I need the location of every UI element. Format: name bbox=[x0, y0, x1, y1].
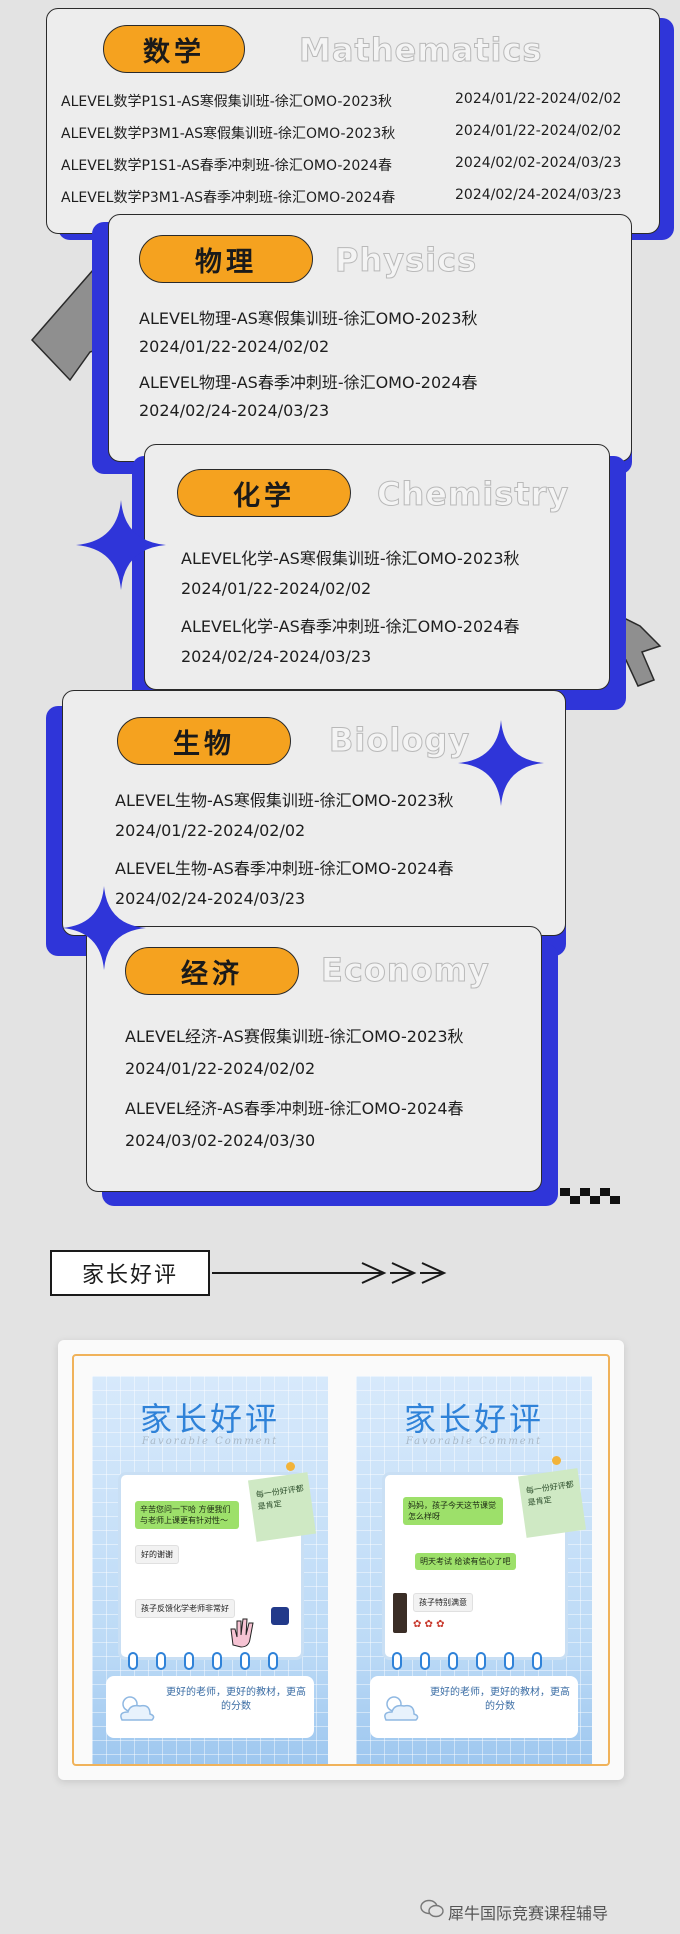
review-panel-left: 家长好评 Favorable Comment 辛苦您问一下哈 方便我们与老师上课… bbox=[92, 1376, 328, 1764]
biology-course-2-dates: 2024/02/24-2024/03/23 bbox=[115, 889, 306, 908]
binder-ring-icon bbox=[184, 1652, 194, 1670]
math-course-4-dates: 2024/02/24-2024/03/23 bbox=[455, 187, 622, 203]
chemistry-course-1-dates: 2024/01/22-2024/02/02 bbox=[181, 579, 372, 598]
review-footer: 更好的老师，更好的教材，更高的分数 bbox=[106, 1676, 314, 1738]
chat-message: 妈妈，孩子今天这节课觉怎么样呀 bbox=[403, 1497, 503, 1525]
physics-course-2-title: ALEVEL物理-AS春季冲刺班-徐汇OMO-2024春 bbox=[139, 373, 478, 392]
math-course-1-title: ALEVEL数学P1S1-AS寒假集训班-徐汇OMO-2023秋 bbox=[61, 94, 393, 110]
review-panel-right: 家长好评 Favorable Comment 妈妈，孩子今天这节课觉怎么样呀 明… bbox=[356, 1376, 592, 1764]
math-course-1-dates: 2024/01/22-2024/02/02 bbox=[455, 91, 622, 107]
binder-ring-icon bbox=[448, 1652, 458, 1670]
binder-ring-icon bbox=[392, 1652, 402, 1670]
binder-ring-icon bbox=[240, 1652, 250, 1670]
math-subject-pill: 数学 bbox=[103, 25, 245, 73]
watermark-text: 犀牛国际竞赛课程辅导 bbox=[448, 1904, 609, 1923]
hand-sticker-icon bbox=[230, 1618, 254, 1648]
checker-strip bbox=[560, 1188, 620, 1204]
avatar bbox=[393, 1593, 407, 1633]
wechat-icon bbox=[420, 1899, 444, 1918]
cloud-sun-icon bbox=[384, 1696, 419, 1721]
reviews-section-label: 家长好评 bbox=[50, 1250, 210, 1296]
sparkle-star-icon bbox=[62, 886, 146, 970]
physics-card: 物理 Physics ALEVEL物理-AS寒假集训班-徐汇OMO-2023秋 … bbox=[108, 214, 632, 462]
gray-arrow-left bbox=[30, 259, 102, 382]
review-footer-text: 更好的老师，更好的教材，更高的分数 bbox=[166, 1687, 306, 1712]
chemistry-card: 化学 Chemistry ALEVEL化学-AS寒假集训班-徐汇OMO-2023… bbox=[144, 444, 610, 690]
review-panel-title: 家长好评 bbox=[139, 1400, 280, 1438]
emoji-icon: ✿ ✿ ✿ bbox=[413, 1619, 445, 1630]
book-border bbox=[72, 1354, 610, 1766]
biology-subject-pill: 生物 bbox=[117, 717, 291, 765]
biology-card: 生物 Biology ALEVEL生物-AS寒假集训班-徐汇OMO-2023秋 … bbox=[62, 690, 566, 936]
binder-ring-icon bbox=[156, 1652, 166, 1670]
physics-course-2-dates: 2024/02/24-2024/03/23 bbox=[139, 401, 330, 420]
cloud-sun-icon bbox=[120, 1696, 155, 1721]
math-course-2-title: ALEVEL数学P3M1-AS寒假集训班-徐汇OMO-2023秋 bbox=[61, 126, 396, 142]
binder-ring-icon bbox=[476, 1652, 486, 1670]
binder-ring-icon bbox=[504, 1652, 514, 1670]
binder-ring-icon bbox=[212, 1652, 222, 1670]
physics-english-title: Physics bbox=[334, 241, 478, 280]
economy-english-title: Economy bbox=[321, 951, 490, 990]
math-course-3-dates: 2024/02/02-2024/03/23 bbox=[455, 155, 622, 171]
review-panel-subtitle: Favorable Comment bbox=[141, 1436, 279, 1447]
binder-ring-icon bbox=[420, 1652, 430, 1670]
chat-message: 孩子特别满意 bbox=[413, 1593, 473, 1612]
chemistry-course-2-dates: 2024/02/24-2024/03/23 bbox=[181, 647, 372, 666]
biology-course-2-title: ALEVEL生物-AS春季冲刺班-徐汇OMO-2024春 bbox=[115, 859, 454, 878]
chemistry-course-2-title: ALEVEL化学-AS春季冲刺班-徐汇OMO-2024春 bbox=[181, 617, 520, 636]
sparkle-star-icon bbox=[458, 720, 544, 806]
math-course-2-dates: 2024/01/22-2024/02/02 bbox=[455, 123, 622, 139]
sparkle-star-icon bbox=[76, 500, 166, 590]
economy-course-1-dates: 2024/01/22-2024/02/02 bbox=[125, 1059, 316, 1078]
physics-subject-pill: 物理 bbox=[139, 235, 313, 283]
review-panel-subtitle: Favorable Comment bbox=[405, 1436, 543, 1447]
sticky-note: 每一份好评都是肯定 bbox=[247, 1472, 317, 1542]
chemistry-subject-pill: 化学 bbox=[177, 469, 351, 517]
economy-course-2-dates: 2024/03/02-2024/03/30 bbox=[125, 1131, 316, 1150]
binder-ring-icon bbox=[128, 1652, 138, 1670]
math-english-title: Mathematics bbox=[298, 31, 543, 70]
chat-screenshot: 妈妈，孩子今天这节课觉怎么样呀 明天考试 给读有信心了吧 孩子特别满意 ✿ ✿ … bbox=[382, 1472, 568, 1660]
biology-course-1-title: ALEVEL生物-AS寒假集训班-徐汇OMO-2023秋 bbox=[115, 791, 454, 810]
economy-course-1-title: ALEVEL经济-AS赛假集训班-徐汇OMO-2023秋 bbox=[125, 1027, 464, 1046]
biology-english-title: Biology bbox=[328, 721, 471, 760]
pin-icon bbox=[286, 1462, 295, 1471]
chemistry-course-1-title: ALEVEL化学-AS寒假集训班-徐汇OMO-2023秋 bbox=[181, 549, 520, 568]
sticky-note: 每一份好评都是肯定 bbox=[517, 1468, 587, 1538]
economy-subject-pill: 经济 bbox=[125, 947, 299, 995]
chat-message: 好的谢谢 bbox=[135, 1545, 179, 1564]
chat-message: 明天考试 给读有信心了吧 bbox=[415, 1553, 516, 1570]
math-course-3-title: ALEVEL数学P1S1-AS春季冲刺班-徐汇OMO-2024春 bbox=[61, 158, 393, 174]
pin-icon bbox=[552, 1456, 561, 1465]
chat-message: 辛苦您问一下哈 方便我们与老师上课更有针对性～ bbox=[135, 1501, 239, 1529]
review-footer: 更好的老师，更好的教材，更高的分数 bbox=[370, 1676, 578, 1738]
chemistry-english-title: Chemistry bbox=[376, 475, 570, 514]
arrow-line-icon bbox=[212, 1262, 447, 1284]
review-book: 家长好评 Favorable Comment 辛苦您问一下哈 方便我们与老师上课… bbox=[58, 1340, 624, 1780]
binder-ring-icon bbox=[268, 1652, 278, 1670]
biology-course-1-dates: 2024/01/22-2024/02/02 bbox=[115, 821, 306, 840]
economy-card: 经济 Economy ALEVEL经济-AS赛假集训班-徐汇OMO-2023秋 … bbox=[86, 926, 542, 1192]
physics-course-1-title: ALEVEL物理-AS寒假集训班-徐汇OMO-2023秋 bbox=[139, 309, 478, 328]
avatar bbox=[271, 1607, 289, 1625]
review-footer-text: 更好的老师，更好的教材，更高的分数 bbox=[430, 1687, 570, 1712]
chat-message: 孩子反馈化学老师非常好 bbox=[135, 1599, 235, 1618]
binder-ring-icon bbox=[532, 1652, 542, 1670]
physics-course-1-dates: 2024/01/22-2024/02/02 bbox=[139, 337, 330, 356]
math-card: 数学 Mathematics ALEVEL数学P1S1-AS寒假集训班-徐汇OM… bbox=[46, 8, 660, 234]
math-course-4-title: ALEVEL数学P3M1-AS春季冲刺班-徐汇OMO-2024春 bbox=[61, 190, 396, 206]
review-panel-title: 家长好评 bbox=[403, 1400, 544, 1438]
economy-course-2-title: ALEVEL经济-AS春季冲刺班-徐汇OMO-2024春 bbox=[125, 1099, 464, 1118]
